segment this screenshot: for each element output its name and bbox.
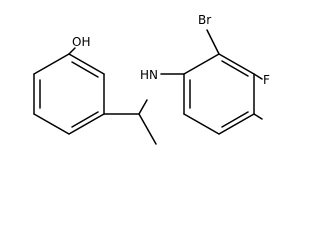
methyl-bond <box>138 113 157 145</box>
double-bond-inner <box>71 111 99 128</box>
amine-label: HN <box>140 68 158 82</box>
double-bond-inner <box>71 61 99 78</box>
bond-c-br <box>206 29 220 55</box>
bond <box>33 53 70 75</box>
bond <box>218 53 255 75</box>
structure-diagram: OH HN Br F <box>33 13 270 145</box>
bond-ch-n <box>138 99 148 115</box>
double-bond-inner <box>221 60 249 77</box>
bond <box>68 113 105 135</box>
bond-c-f <box>253 73 263 80</box>
bromine-label: Br <box>198 13 211 27</box>
bond-c-o <box>68 47 76 55</box>
bond <box>183 53 220 75</box>
fluorine-label: F <box>263 73 270 87</box>
fluorophenyl-ring <box>183 53 255 135</box>
bond <box>218 113 255 135</box>
bond <box>33 113 70 135</box>
bond-c-f <box>253 113 263 120</box>
bond <box>68 53 105 75</box>
hydroxyl-label: OH <box>72 35 90 49</box>
phenol-ring <box>33 53 105 135</box>
double-bond-inner <box>221 111 249 128</box>
molecule-drawing: OH HN Br F <box>33 13 270 145</box>
bond <box>183 113 220 135</box>
